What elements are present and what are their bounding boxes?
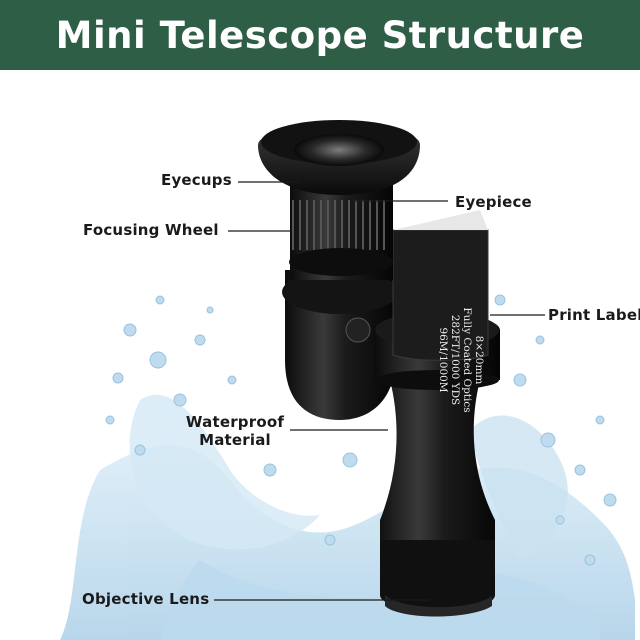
eyecup [258,120,420,195]
print-line: 8×20mm [473,335,485,385]
plate-highlight [393,210,488,230]
telescope-photo [60,120,635,640]
print-line: Fully Coated Optics [461,307,473,413]
label-plate [392,229,489,361]
eyecups-label: Eyecups [161,171,232,189]
print-label-label: Print Label [548,306,640,324]
product-print-label: 8×20mm Fully Coated Optics 282FT/1000 YD… [393,298,493,424]
title-banner: Mini Telescope Structure [0,0,640,70]
leader-lines [214,181,545,601]
objective-barrel [375,312,500,617]
eyepiece-column [289,185,393,280]
waterproof-line-1: Waterproof [185,413,285,431]
page-title: Mini Telescope Structure [55,13,585,57]
eyepiece-label: Eyepiece [455,193,532,211]
prism-housing [282,270,398,420]
waterproof-line-2: Material [199,431,271,449]
print-line: 282FT/1000 YDS [449,314,461,406]
waterproof-material-label: Waterproof Material [180,413,290,449]
print-line: 96M/1000M [437,327,449,393]
focusing-wheel-label: Focusing Wheel [83,221,219,239]
product-illustration: 8×20mm Fully Coated Optics 282FT/1000 YD… [0,70,640,640]
objective-lens-label: Objective Lens [82,590,210,608]
